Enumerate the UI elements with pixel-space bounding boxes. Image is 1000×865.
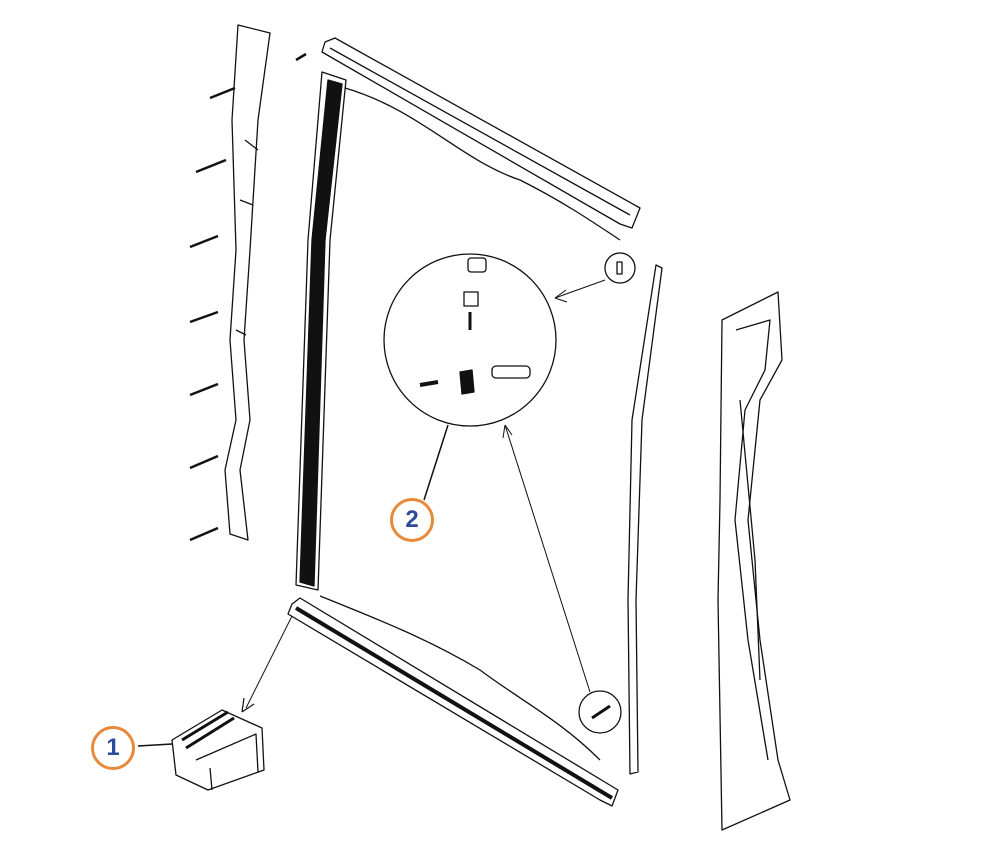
detail-source-circle-top (604, 252, 636, 284)
frame-left-rail (295, 71, 347, 591)
detail-source-circle-bottom (578, 690, 622, 734)
screws (189, 52, 307, 542)
detail-magnifier (383, 253, 557, 427)
left-trim-strip (224, 24, 271, 541)
callout-1-label: 1 (106, 734, 120, 761)
right-side-panel (717, 291, 791, 831)
right-thin-strip (627, 264, 663, 775)
clip-part (137, 615, 293, 791)
callout-1: 1 (91, 726, 135, 770)
callout-2: 2 (390, 498, 434, 542)
frame-bottom-rail (287, 595, 619, 807)
frame-top-rail (321, 37, 641, 241)
callout-2-label: 2 (405, 506, 419, 533)
fastener-detail (383, 252, 636, 734)
